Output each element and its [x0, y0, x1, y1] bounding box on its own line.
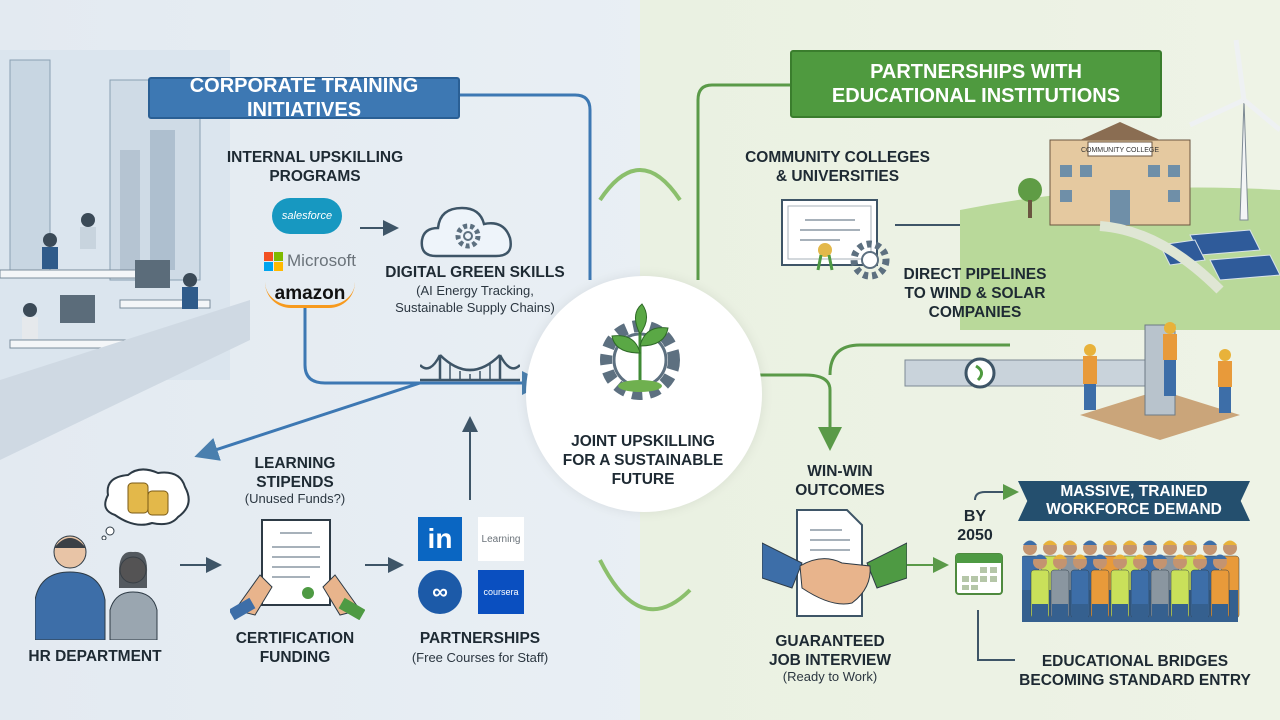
hr-department-label: HR DEPARTMENT	[28, 648, 162, 665]
worker-figure	[1150, 554, 1170, 622]
workers-crowd-illustration	[1022, 540, 1240, 622]
digital-green-skills-subtitle: (AI Energy Tracking,Sustainable Supply C…	[395, 283, 555, 315]
worker-figure	[1170, 554, 1190, 622]
title-line: PARTNERSHIPS WITH	[870, 61, 1082, 83]
corporate-training-title: CORPORATE TRAINING INITIATIVES	[148, 75, 460, 121]
community-colleges-heading: COMMUNITY COLLEGES& UNIVERSITIES	[745, 149, 930, 185]
worker-figure	[1210, 554, 1230, 622]
worker-figure	[1050, 554, 1070, 622]
title-line: EDUCATIONAL INSTITUTIONS	[831, 85, 1121, 107]
linkedin-learning-logo: Learning	[478, 517, 524, 561]
microsoft-logo: Microsoft	[255, 250, 365, 272]
coursera-logo: coursera	[478, 570, 524, 614]
amazon-logo: amazon	[265, 282, 355, 308]
bridge-icon	[420, 354, 520, 382]
gear-plant-icon	[600, 303, 680, 400]
diploma-gear-icon	[781, 199, 890, 280]
handshake-contract-icon	[762, 509, 907, 617]
calendar-icon	[955, 553, 1003, 595]
worker-figure	[1090, 554, 1110, 622]
partnerships-subtitle: (Free Courses for Staff)	[411, 650, 549, 665]
digital-green-skills-heading: DIGITAL GREEN SKILLS	[385, 264, 565, 281]
salesforce-logo: salesforce	[272, 198, 342, 234]
office-illustration	[0, 50, 250, 460]
campus-energy-illustration: COMMUNITY COLLEGE	[960, 39, 1280, 330]
worker-figure	[1070, 554, 1090, 622]
title-line: CORPORATE TRAINING	[189, 75, 419, 97]
worker-figure	[1030, 554, 1050, 622]
certificate-hands-icon	[230, 519, 365, 620]
cloud-gear-icon	[420, 206, 512, 258]
learning-stipends-subtitle: (Unused Funds?)	[244, 491, 346, 506]
guaranteed-interview-subtitle: (Ready to Work)	[782, 669, 878, 684]
building-sign: COMMUNITY COLLEGE	[1081, 147, 1159, 154]
worker-figure	[1130, 554, 1150, 622]
title-line: INITIATIVES	[246, 99, 362, 121]
worker-figure	[1190, 554, 1210, 622]
hr-people-illustration	[35, 535, 158, 640]
linkedin-logo: in	[418, 517, 462, 561]
educational-partnerships-title: PARTNERSHIPS WITH EDUCATIONAL INSTITUTIO…	[790, 50, 1162, 118]
worker-figure	[1110, 554, 1130, 622]
pipeline-workers-illustration	[904, 322, 1240, 440]
windows-icon	[264, 251, 284, 271]
partnerships-heading: PARTNERSHIPS	[419, 630, 541, 647]
infinity-logo-icon: ∞	[418, 570, 462, 614]
coins-thought-bubble-icon	[101, 468, 190, 540]
